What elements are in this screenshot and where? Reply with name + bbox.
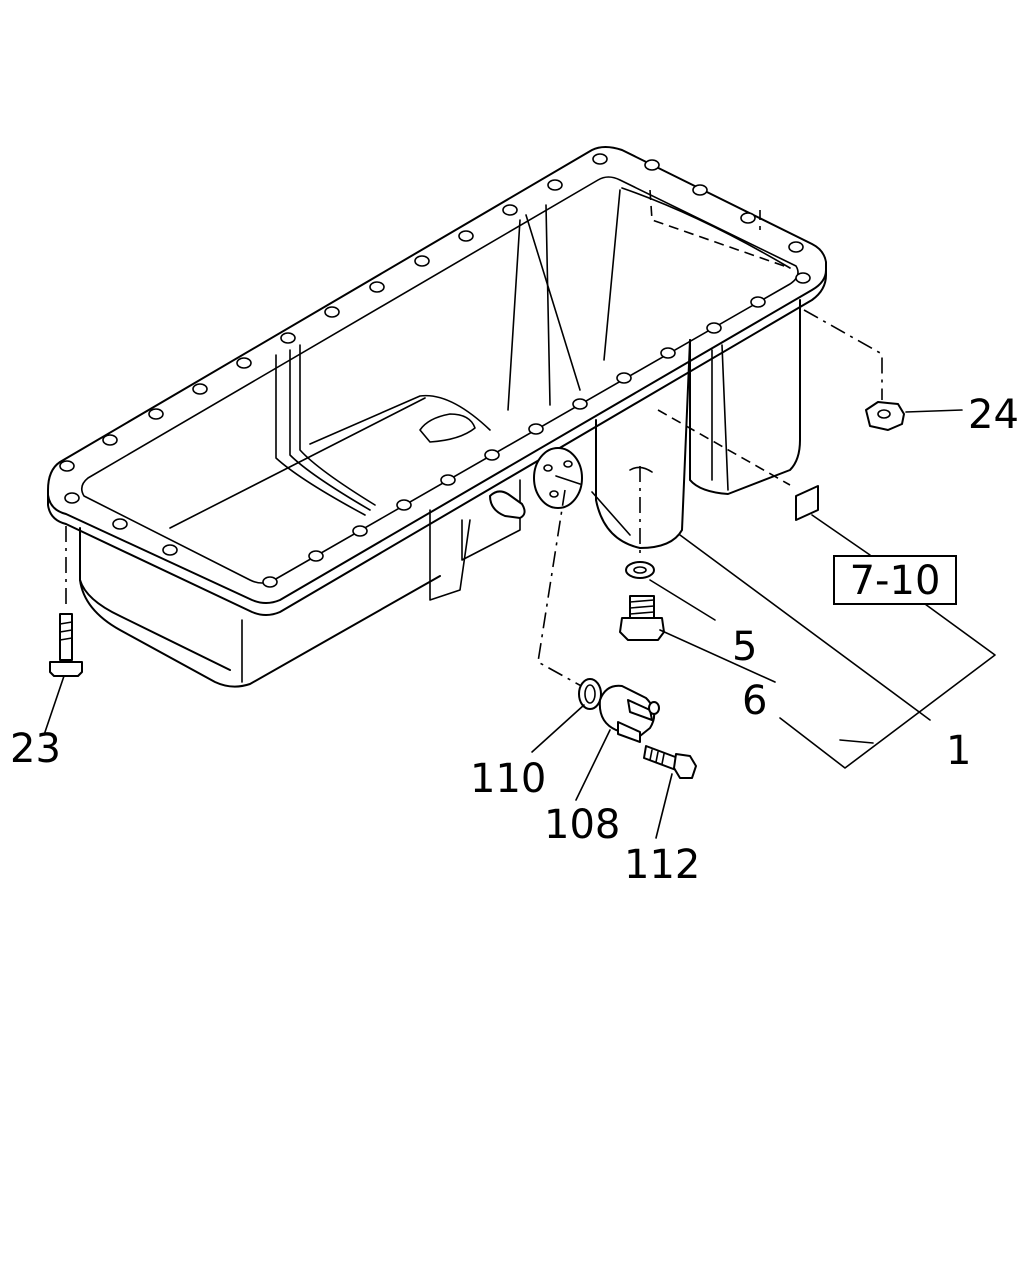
bolt-23 xyxy=(49,613,83,677)
callout-110: 110 xyxy=(470,756,546,802)
callout-leaders xyxy=(43,409,996,839)
callout-24: 24 xyxy=(968,392,1019,438)
reference-box-frame xyxy=(833,555,957,605)
reference-box-label: 7-10 xyxy=(850,558,941,604)
callout-108: 108 xyxy=(544,802,620,848)
flange-bolt-holes xyxy=(59,153,811,588)
callout-5: 5 xyxy=(732,624,757,670)
bolt-112 xyxy=(643,745,697,779)
callout-23: 23 xyxy=(10,726,61,772)
drain-plug-6 xyxy=(619,595,665,641)
callout-1: 1 xyxy=(946,728,971,774)
callout-112: 112 xyxy=(624,842,700,888)
o-ring-110 xyxy=(578,678,602,710)
oil-pan xyxy=(47,146,827,688)
connector-108 xyxy=(598,684,660,743)
nut-24 xyxy=(865,401,905,431)
callout-6: 6 xyxy=(742,678,767,724)
tag-7-10-part xyxy=(795,485,819,521)
alignment-lines xyxy=(65,309,883,689)
washer-5 xyxy=(625,561,655,579)
